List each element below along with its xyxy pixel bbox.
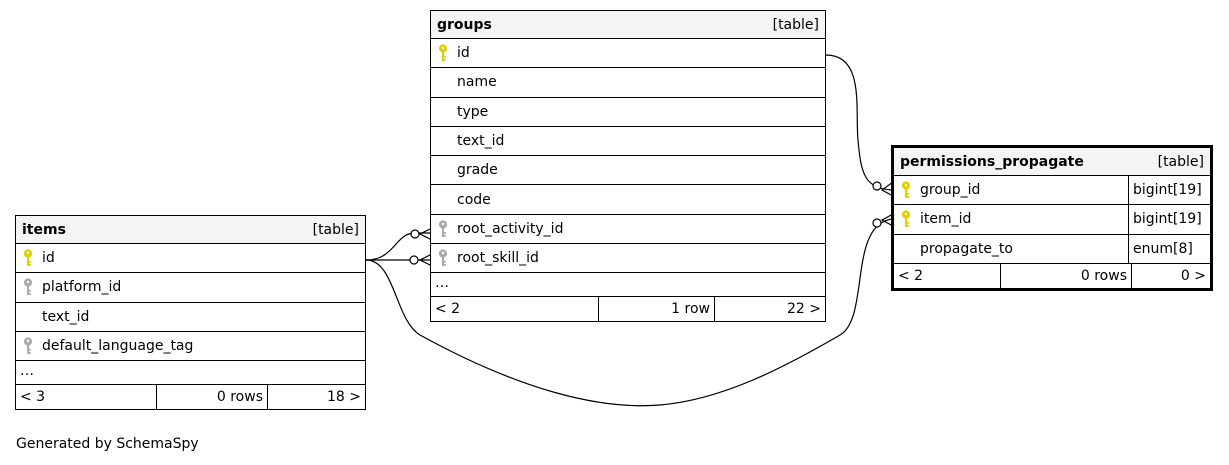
table-footer: < 2 0 rows 0 > — [894, 263, 1210, 288]
primary-key-icon — [894, 205, 914, 233]
column-spacer — [894, 235, 914, 263]
generator-credit: Generated by SchemaSpy — [16, 436, 199, 452]
row-count: 1 row — [599, 297, 715, 322]
table-type: [table] — [772, 16, 819, 33]
column-spacer — [431, 127, 451, 155]
table-header: groups [table] — [431, 11, 825, 39]
row-count: 0 rows — [157, 385, 268, 410]
table-type: [table] — [312, 221, 359, 238]
column-row[interactable]: id — [16, 244, 365, 274]
column-row[interactable]: text_id — [16, 303, 365, 332]
children-link[interactable]: 18 > — [327, 389, 361, 406]
primary-key-icon — [16, 244, 36, 272]
table-header: items [table] — [16, 216, 365, 244]
column-name: propagate_to — [920, 240, 1013, 257]
column-row[interactable]: propagate_to enum[8] — [894, 234, 1210, 264]
column-row[interactable]: item_id bigint[19] — [894, 205, 1210, 235]
table-header: permissions_propagate [table] — [894, 148, 1210, 176]
column-name: grade — [457, 162, 498, 179]
column-spacer — [16, 303, 36, 331]
table-name: groups — [437, 16, 492, 33]
edge-groups-group-id — [825, 54, 893, 191]
column-name: type — [457, 103, 489, 120]
column-spacer — [431, 156, 451, 184]
column-spacer — [431, 98, 451, 126]
table-type: [table] — [1157, 153, 1204, 170]
column-spacer — [431, 68, 451, 96]
children-link[interactable]: 22 > — [787, 301, 821, 318]
column-row[interactable]: id — [431, 39, 825, 69]
more-columns-ellipsis: … — [16, 361, 365, 386]
children-link[interactable]: 0 > — [1180, 267, 1206, 284]
foreign-key-icon — [16, 332, 36, 360]
table-footer: < 3 0 rows 18 > — [16, 385, 365, 410]
primary-key-icon — [431, 39, 451, 67]
parents-link[interactable]: < 2 — [894, 263, 1001, 288]
parents-link[interactable]: < 2 — [431, 297, 599, 322]
edge-items-root-activity — [365, 232, 432, 261]
foreign-key-icon — [16, 273, 36, 301]
column-name: code — [457, 191, 491, 208]
column-row[interactable]: platform_id — [16, 273, 365, 303]
column-name: group_id — [920, 182, 981, 199]
parents-link[interactable]: < 3 — [16, 385, 157, 410]
column-row[interactable]: text_id — [431, 127, 825, 157]
table-name: permissions_propagate — [900, 153, 1084, 170]
column-datatype: bigint[19] — [1128, 205, 1210, 234]
column-row[interactable]: group_id bigint[19] — [894, 176, 1210, 206]
column-name: root_skill_id — [457, 250, 539, 267]
primary-key-icon — [894, 176, 914, 204]
edge-items-item-id — [365, 218, 893, 407]
foreign-key-icon — [431, 215, 451, 243]
column-row[interactable]: type — [431, 98, 825, 127]
column-list: id platform_id text_id default_language_tag — [16, 244, 365, 362]
column-row[interactable]: name — [431, 68, 825, 98]
column-name: name — [457, 74, 497, 91]
column-name: platform_id — [42, 279, 122, 296]
column-datatype: enum[8] — [1128, 234, 1210, 263]
column-name: id — [457, 45, 470, 62]
column-name: text_id — [457, 133, 505, 150]
table-name: items — [22, 221, 66, 238]
column-name: id — [42, 250, 55, 267]
column-name: item_id — [920, 211, 972, 228]
column-datatype: bigint[19] — [1128, 176, 1210, 205]
column-name: text_id — [42, 308, 90, 325]
column-row[interactable]: default_language_tag — [16, 332, 365, 362]
column-spacer — [431, 185, 451, 213]
table-footer: < 2 1 row 22 > — [431, 297, 825, 322]
column-name: root_activity_id — [457, 220, 564, 237]
column-name: default_language_tag — [42, 338, 194, 355]
more-columns-ellipsis: … — [431, 273, 825, 298]
column-row[interactable]: code — [431, 185, 825, 215]
column-row[interactable]: grade — [431, 156, 825, 186]
column-row[interactable]: root_activity_id — [431, 215, 825, 245]
row-count: 0 rows — [1001, 263, 1132, 288]
column-row[interactable]: root_skill_id — [431, 244, 825, 274]
foreign-key-icon — [431, 244, 451, 272]
